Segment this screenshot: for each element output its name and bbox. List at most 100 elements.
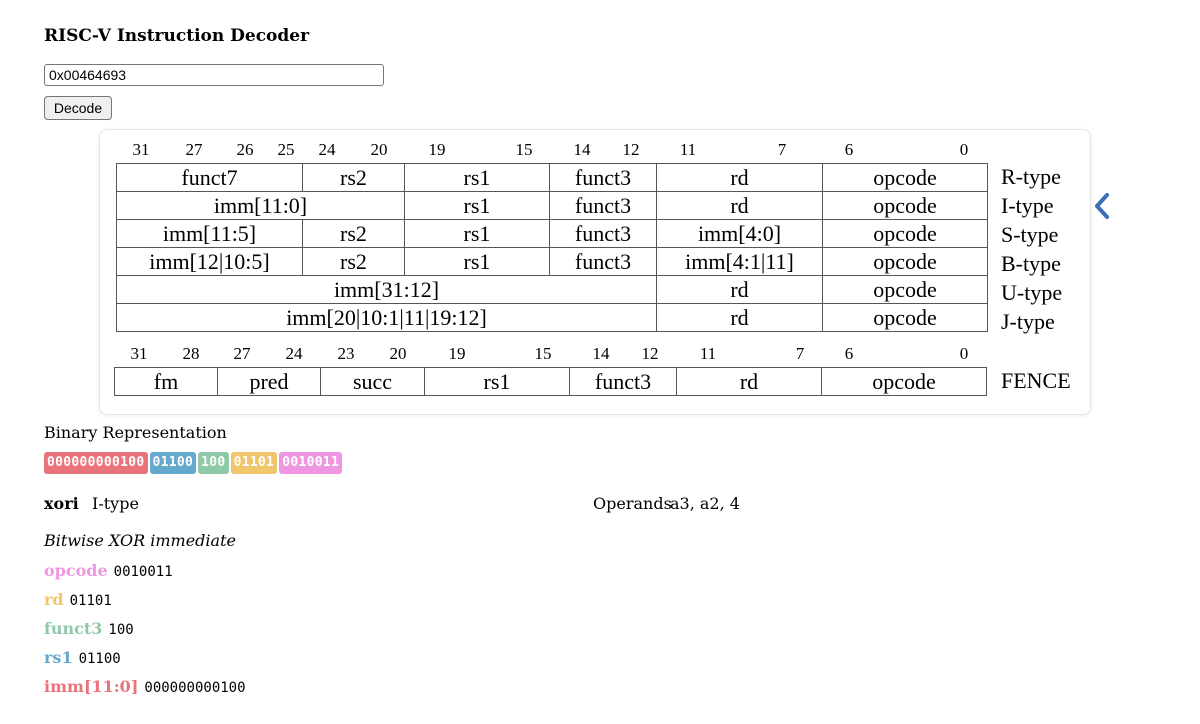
- bit-number: 0: [959, 140, 969, 159]
- field-cell: funct3: [549, 219, 657, 248]
- bit-number: 19: [448, 344, 466, 363]
- binary-chunk-funct3: 100: [198, 452, 229, 474]
- bit-number: 14: [592, 344, 610, 363]
- field-name: rd: [44, 590, 64, 609]
- field-cell: rd: [656, 191, 823, 220]
- field-cell: rs2: [302, 247, 405, 276]
- format-row-r: funct7 rs2 rs1 funct3 rd opcode: [116, 163, 988, 192]
- field-value: 000000000100: [144, 680, 246, 696]
- bit-number: 12: [622, 140, 640, 159]
- bit-number: 23: [337, 344, 355, 363]
- binary-chunk-imm: 000000000100: [44, 452, 148, 474]
- binary-chunk-opcode: 0010011: [279, 452, 343, 474]
- format-row-i: imm[11:0] rs1 funct3 rd opcode: [116, 191, 988, 220]
- type-label-i: I-type: [1001, 193, 1054, 218]
- format-row-u: imm[31:12] rd opcode: [116, 275, 988, 304]
- field-cell: imm[31:12]: [116, 275, 657, 304]
- binary-section-title: Binary Representation: [44, 423, 227, 442]
- field-cell: opcode: [822, 275, 988, 304]
- bit-number: 11: [679, 140, 697, 159]
- bit-number: 25: [277, 140, 295, 159]
- field-cell: rd: [656, 275, 823, 304]
- format-row-b: imm[12|10:5] rs2 rs1 funct3 imm[4:1|11] …: [116, 247, 988, 276]
- bit-number: 28: [182, 344, 200, 363]
- field-name: rs1: [44, 648, 73, 667]
- bit-number: 20: [389, 344, 407, 363]
- field-row-opcode: opcode 0010011: [44, 561, 173, 580]
- field-cell: rd: [656, 303, 823, 332]
- field-cell: rs2: [302, 163, 405, 192]
- decode-button[interactable]: Decode: [44, 96, 112, 120]
- page-title: RISC-V Instruction Decoder: [44, 26, 310, 46]
- field-cell: funct7: [116, 163, 303, 192]
- bit-number: 15: [515, 140, 533, 159]
- operands-label: Operands: [593, 494, 672, 513]
- format-row-s: imm[11:5] rs2 rs1 funct3 imm[4:0] opcode: [116, 219, 988, 248]
- bit-number: 24: [285, 344, 303, 363]
- field-cell: opcode: [822, 191, 988, 220]
- field-cell: opcode: [822, 219, 988, 248]
- field-name: funct3: [44, 619, 103, 638]
- bit-number: 19: [428, 140, 446, 159]
- field-cell: opcode: [821, 367, 987, 396]
- field-cell: funct3: [549, 191, 657, 220]
- field-cell: opcode: [822, 303, 988, 332]
- field-cell: imm[4:1|11]: [656, 247, 823, 276]
- type-label-s: S-type: [1001, 222, 1059, 247]
- format-grid: funct7 rs2 rs1 funct3 rd opcode imm[11:0…: [116, 163, 988, 332]
- field-cell: funct3: [569, 367, 677, 396]
- bit-number: 0: [959, 344, 969, 363]
- field-cell: rs2: [302, 219, 405, 248]
- type-label-r: R-type: [1001, 164, 1061, 189]
- format-row-fence: fm pred succ rs1 funct3 rd opcode: [114, 367, 987, 396]
- type-label-u: U-type: [1001, 280, 1063, 305]
- field-cell: imm[20|10:1|11|19:12]: [116, 303, 657, 332]
- bit-number: 15: [534, 344, 552, 363]
- bit-number: 24: [318, 140, 336, 159]
- chevron-left-icon: [1095, 193, 1109, 219]
- field-cell: rs1: [404, 219, 550, 248]
- bit-number: 31: [132, 140, 150, 159]
- bit-number: 27: [233, 344, 251, 363]
- instruction-input[interactable]: [44, 64, 384, 86]
- field-row-funct3: funct3 100: [44, 619, 134, 638]
- field-cell: opcode: [822, 247, 988, 276]
- format-row-j: imm[20|10:1|11|19:12] rd opcode: [116, 303, 988, 332]
- bit-number: 6: [844, 140, 854, 159]
- field-cell: rs1: [404, 191, 550, 220]
- field-cell: imm[11:5]: [116, 219, 303, 248]
- field-cell: imm[4:0]: [656, 219, 823, 248]
- bit-number: 11: [699, 344, 717, 363]
- instruction-type: I-type: [92, 494, 139, 513]
- field-value: 0010011: [113, 564, 173, 580]
- bit-number: 20: [370, 140, 388, 159]
- field-cell: opcode: [822, 163, 988, 192]
- type-label-j: J-type: [1001, 309, 1055, 334]
- field-name: opcode: [44, 561, 108, 580]
- field-cell: rs1: [424, 367, 570, 396]
- bit-number: 14: [573, 140, 591, 159]
- field-value: 100: [108, 622, 134, 638]
- field-row-rd: rd 01101: [44, 590, 112, 609]
- field-cell: fm: [114, 367, 218, 396]
- field-cell: rd: [656, 163, 823, 192]
- bit-number: 26: [236, 140, 254, 159]
- bit-number: 12: [641, 344, 659, 363]
- field-value: 01101: [69, 593, 112, 609]
- bit-number: 6: [844, 344, 854, 363]
- field-cell: imm[11:0]: [116, 191, 405, 220]
- field-cell: rd: [676, 367, 822, 396]
- field-row-rs1: rs1 01100: [44, 648, 121, 667]
- binary-chunk-rs1: 01100: [149, 452, 197, 474]
- field-cell: funct3: [549, 247, 657, 276]
- field-cell: pred: [217, 367, 321, 396]
- field-cell: rs1: [404, 163, 550, 192]
- fence-grid: fm pred succ rs1 funct3 rd opcode: [114, 367, 987, 396]
- field-cell: succ: [320, 367, 425, 396]
- field-value: 01100: [78, 651, 121, 667]
- field-cell: rs1: [404, 247, 550, 276]
- field-cell: funct3: [549, 163, 657, 192]
- binary-chunk-rd: 01101: [230, 452, 278, 474]
- field-cell: imm[12|10:5]: [116, 247, 303, 276]
- mnemonic: xori: [44, 494, 79, 513]
